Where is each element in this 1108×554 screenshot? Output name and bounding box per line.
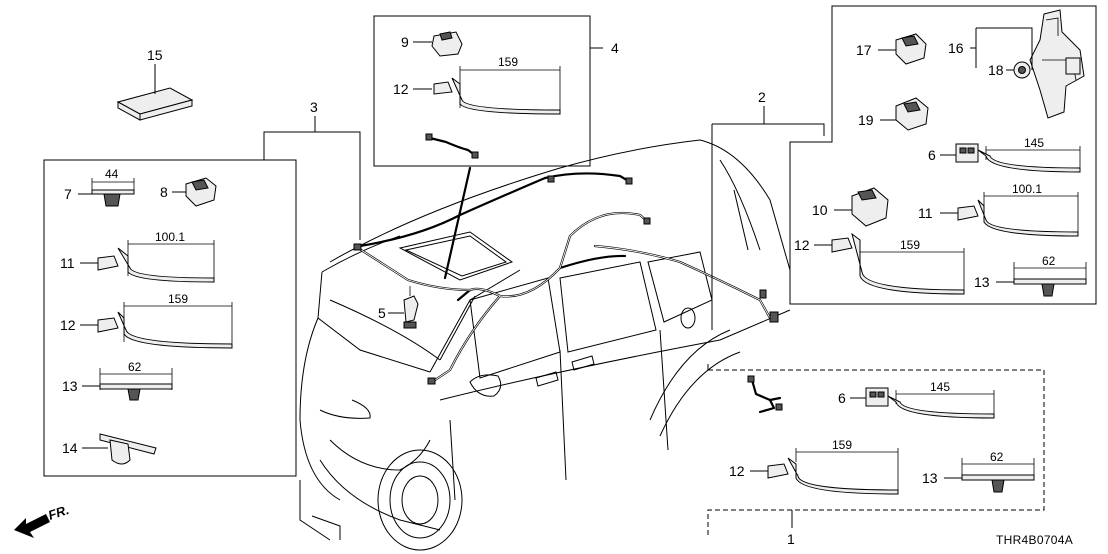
tie-clip-part-12-box2 [831, 232, 965, 295]
clip-part-7 [91, 189, 135, 207]
callout-2: 2 [758, 89, 766, 105]
pad-part-15 [116, 87, 194, 121]
clamp-part-14 [99, 433, 157, 465]
bracket-part-16 [1029, 9, 1085, 119]
clip-part-6-box1 [865, 387, 995, 419]
callout-4: 4 [611, 40, 619, 56]
front-direction-arrow: FR. [14, 502, 71, 538]
callout-3: 3 [310, 99, 318, 115]
tie-clip-part-11-left [97, 247, 215, 283]
clip-part-8 [185, 177, 217, 207]
dim-62-box2: 62 [1042, 254, 1056, 268]
box1-wire-detail [747, 375, 783, 414]
callout-13-box1: 13 [922, 470, 938, 486]
callout-11-box2: 11 [918, 205, 933, 221]
roof-wire-harness [353, 166, 779, 385]
callout-19: 19 [858, 112, 874, 128]
clip-part-6-box2 [955, 143, 1081, 173]
callout-8: 8 [160, 184, 168, 200]
callout-6-box1: 6 [838, 390, 846, 406]
callout-7: 7 [64, 186, 72, 202]
callout-9: 9 [401, 34, 409, 50]
callout-14: 14 [62, 440, 78, 456]
tie-clip-part-12-box1 [767, 457, 899, 495]
clip-part-10 [851, 187, 889, 227]
tie-part-13-box2 [1013, 278, 1087, 297]
diagram-code: THR4B0704A [996, 533, 1073, 547]
callout-13-left: 13 [62, 378, 78, 394]
clip-part-19 [895, 97, 929, 131]
dim-159-box2: 159 [900, 238, 920, 252]
dim-100-box2: 100.1 [1012, 182, 1042, 196]
callout-12-left: 12 [60, 317, 76, 333]
tie-part-13-left [99, 383, 173, 401]
clip-part-9 [431, 31, 463, 57]
dim-100-left: 100.1 [155, 230, 185, 244]
callout-12-box2: 12 [794, 237, 810, 253]
callout-12-box1: 12 [729, 463, 745, 479]
box4-wire-detail [425, 133, 479, 159]
callout-6-box2: 6 [928, 147, 936, 163]
vehicle-outline [299, 139, 791, 551]
callout-12-box4: 12 [393, 81, 409, 97]
group-box-4: 4 9 12 159 [373, 15, 619, 167]
callout-13-box2: 13 [974, 274, 990, 290]
front-label: FR. [46, 502, 71, 523]
tie-clip-part-11-box2 [957, 199, 1079, 237]
group-box-1: 1 145 6 159 12 [707, 364, 1045, 547]
callout-15: 15 [147, 47, 163, 63]
dim-159-left: 159 [168, 292, 188, 306]
group-box-3: 3 44 7 8 100.1 11 [43, 99, 361, 477]
dim-62-left: 62 [128, 360, 142, 374]
tie-clip-part-12-left [97, 311, 233, 349]
callout-16: 16 [948, 40, 964, 56]
callout-5: 5 [378, 305, 386, 321]
dim-62-box1: 62 [990, 450, 1004, 464]
tie-clip-part-12-box4 [433, 77, 561, 115]
grommet-part-18 [1013, 61, 1031, 79]
dim-145-box2: 145 [1024, 136, 1044, 150]
clip-part-17 [895, 33, 927, 65]
dim-159-box4: 159 [498, 55, 518, 69]
callout-10: 10 [812, 202, 828, 218]
dim-159-box1: 159 [832, 438, 852, 452]
callout-18: 18 [988, 62, 1004, 78]
callout-11-left: 11 [60, 255, 75, 271]
callout-1: 1 [787, 531, 795, 547]
dim-44: 44 [105, 167, 119, 181]
dim-145-box1: 145 [930, 380, 950, 394]
tie-part-13-box1 [961, 474, 1035, 493]
callout-17: 17 [856, 42, 872, 58]
grommet-part-5 [403, 286, 419, 329]
group-box-2: 2 16 18 17 19 [711, 5, 1097, 330]
